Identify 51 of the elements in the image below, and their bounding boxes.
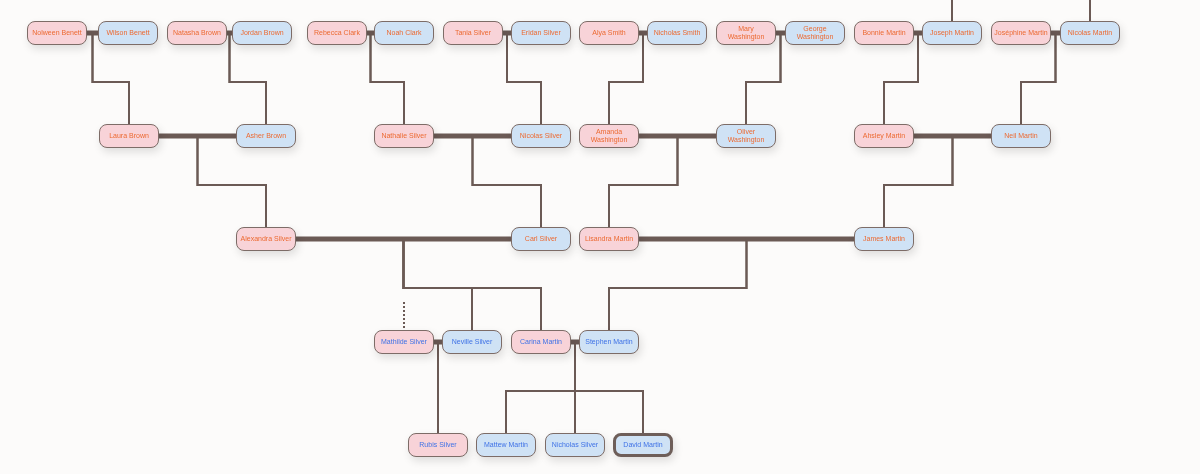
person-box: [991, 21, 1051, 45]
marriage-line: [434, 133, 511, 139]
person-box: [236, 124, 296, 148]
marriage-line: [914, 133, 991, 139]
person-box: [99, 124, 159, 148]
ancestry-line: [1089, 0, 1091, 22]
person-box: [167, 21, 227, 45]
person-box: [374, 330, 434, 354]
person-box: [1060, 21, 1120, 45]
person-box: [442, 330, 502, 354]
person-box: [236, 227, 296, 251]
person-box: [854, 21, 914, 45]
person-box: [579, 21, 639, 45]
person-box: [716, 21, 776, 45]
person-box: [27, 21, 87, 45]
person-box: [232, 21, 292, 45]
person-box: [579, 227, 639, 251]
person-box: [854, 124, 914, 148]
person-box: [922, 21, 982, 45]
person-box: [579, 330, 639, 354]
descent-line: [471, 135, 542, 228]
marriage-line: [159, 133, 236, 139]
person-box: [785, 21, 845, 45]
descent-line: [608, 135, 717, 228]
person-box: [511, 124, 571, 148]
marriage-line: [639, 236, 854, 242]
descent-line: [883, 135, 992, 228]
person-box: [374, 124, 434, 148]
descent-line: [608, 238, 855, 331]
person-box: [511, 21, 571, 45]
person-box: [854, 227, 914, 251]
person-box: [545, 433, 605, 457]
person-box: [579, 124, 639, 148]
person-box: [613, 433, 673, 457]
person-box: [511, 227, 571, 251]
person-box: [476, 433, 536, 457]
ancestry-line: [951, 0, 953, 22]
person-box: [991, 124, 1051, 148]
descent-line: [402, 238, 542, 331]
person-box: [716, 124, 776, 148]
marriage-line: [639, 133, 716, 139]
person-box: [98, 21, 158, 45]
person-box: [443, 21, 503, 45]
ancestry-line: [403, 301, 405, 331]
person-box: [374, 21, 434, 45]
descent-line: [196, 135, 267, 228]
marriage-line: [296, 236, 511, 242]
person-box: [511, 330, 571, 354]
person-box: [647, 21, 707, 45]
person-box: [408, 433, 468, 457]
person-box: [307, 21, 367, 45]
